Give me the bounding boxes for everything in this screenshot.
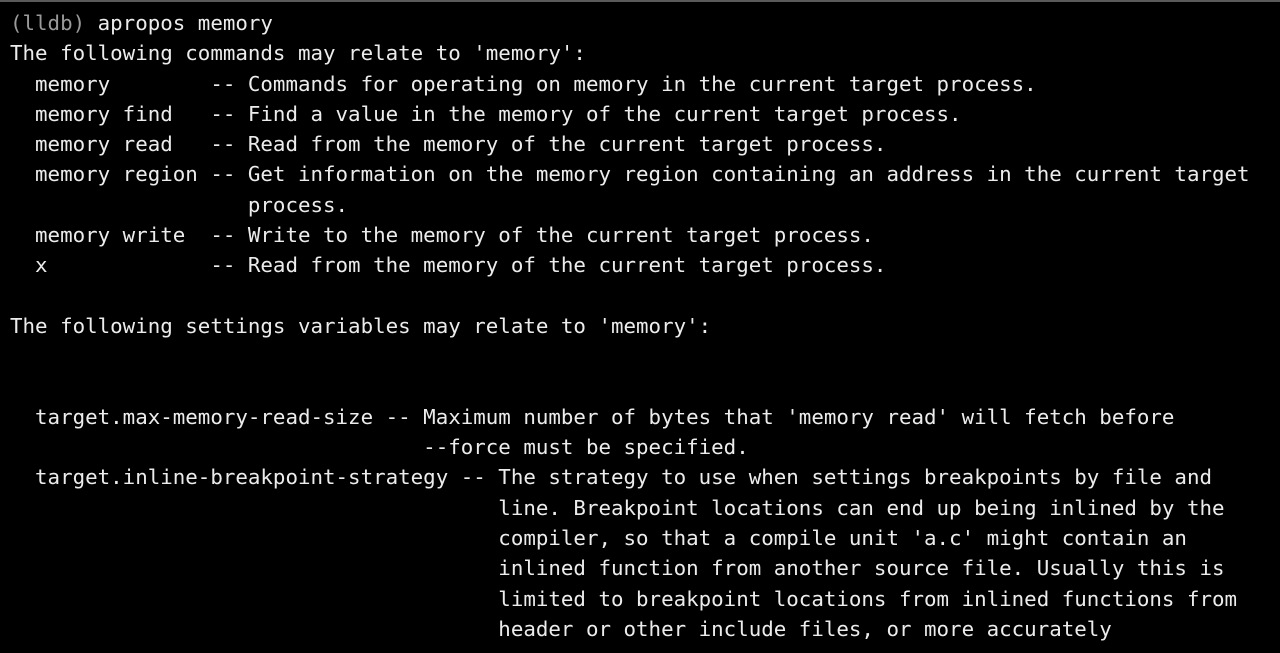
output-line [10,281,1280,311]
output-line: The following commands may relate to 'me… [10,41,586,66]
output-line: memory -- Commands for operating on memo… [10,71,1037,96]
output-line: target.max-memory-read-size -- Maximum n… [10,404,1175,429]
output-line: limited to breakpoint locations from inl… [10,586,1238,611]
output-line [10,341,1280,371]
output-line [10,372,1280,402]
command-line: (lldb) apropos memory [10,8,1280,38]
output-line: inlined function from another source fil… [10,556,1225,581]
output-line: memory find -- Find a value in the memor… [10,101,962,126]
output-line: --force must be specified. [10,435,749,460]
output-line: The following settings variables may rel… [10,313,712,338]
output-line: target.inline-breakpoint-strategy -- The… [10,465,1212,490]
output-line: line. Breakpoint locations can end up be… [10,495,1225,520]
output-line: memory region -- Get information on the … [10,162,1250,187]
command-text: apropos memory [85,11,273,35]
output-line: compiler, so that a compile unit 'a.c' m… [10,526,1187,551]
output-line: x -- Read from the memory of the current… [10,253,887,278]
output-line: memory read -- Read from the memory of t… [10,132,887,157]
output-line: process. [10,192,349,217]
output-line: memory write -- Write to the memory of t… [10,223,874,248]
lldb-prompt: (lldb) [10,11,86,35]
output-line: header or other include files, or more a… [10,616,1112,641]
